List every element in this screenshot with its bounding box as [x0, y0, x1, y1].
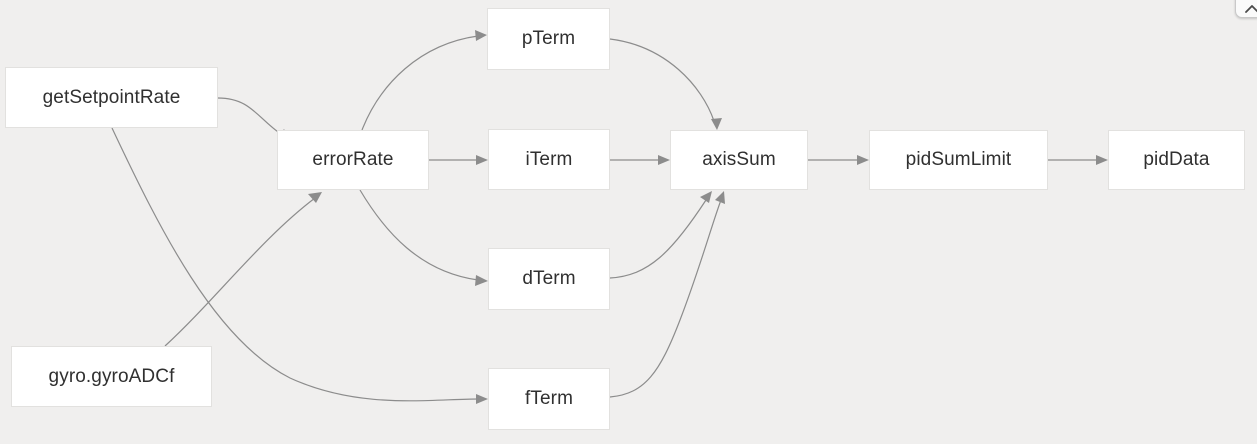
- node-getSetpointRate[interactable]: getSetpointRate: [5, 67, 218, 128]
- node-label: fTerm: [525, 388, 573, 409]
- node-label: axisSum: [702, 149, 776, 170]
- edge-dTerm-to-axisSum: [609, 191, 712, 279]
- node-axisSum[interactable]: axisSum: [670, 130, 808, 190]
- edge-iTerm-to-axisSum: [610, 155, 670, 165]
- node-pTerm[interactable]: pTerm: [487, 8, 610, 70]
- edge-errorRate-to-dTerm: [359, 189, 488, 286]
- edge-pTerm-to-axisSum: [609, 38, 722, 130]
- chevron-up-icon: [1244, 3, 1257, 15]
- node-label: dTerm: [522, 268, 576, 289]
- node-label: pidData: [1143, 149, 1210, 170]
- node-pidSumLimit[interactable]: pidSumLimit: [869, 130, 1048, 190]
- node-dTerm[interactable]: dTerm: [488, 248, 610, 310]
- node-pidData[interactable]: pidData: [1108, 130, 1245, 190]
- edge-fTerm-to-axisSum: [609, 191, 725, 398]
- node-label: getSetpointRate: [42, 86, 181, 108]
- chevron-up-button[interactable]: [1235, 0, 1257, 18]
- edge-axisSum-to-pidSumLimit: [808, 155, 869, 165]
- edge-errorRate-to-pTerm: [361, 30, 487, 131]
- node-errorRate[interactable]: errorRate: [277, 130, 429, 190]
- edge-pidSumLimit-to-pidData: [1048, 155, 1108, 165]
- node-label: pTerm: [521, 28, 576, 49]
- node-label: iTerm: [525, 148, 573, 170]
- node-label: pidSumLimit: [905, 149, 1012, 170]
- node-label: errorRate: [312, 149, 394, 170]
- edge-gyroADCf-to-errorRate: [164, 192, 322, 347]
- node-iTerm[interactable]: iTerm: [488, 129, 610, 190]
- node-gyro-gyroADCf[interactable]: gyro.gyroADCf: [11, 346, 212, 407]
- node-label: gyro.gyroADCf: [48, 365, 175, 387]
- edge-errorRate-to-iTerm: [429, 155, 488, 165]
- node-fTerm[interactable]: fTerm: [488, 368, 610, 430]
